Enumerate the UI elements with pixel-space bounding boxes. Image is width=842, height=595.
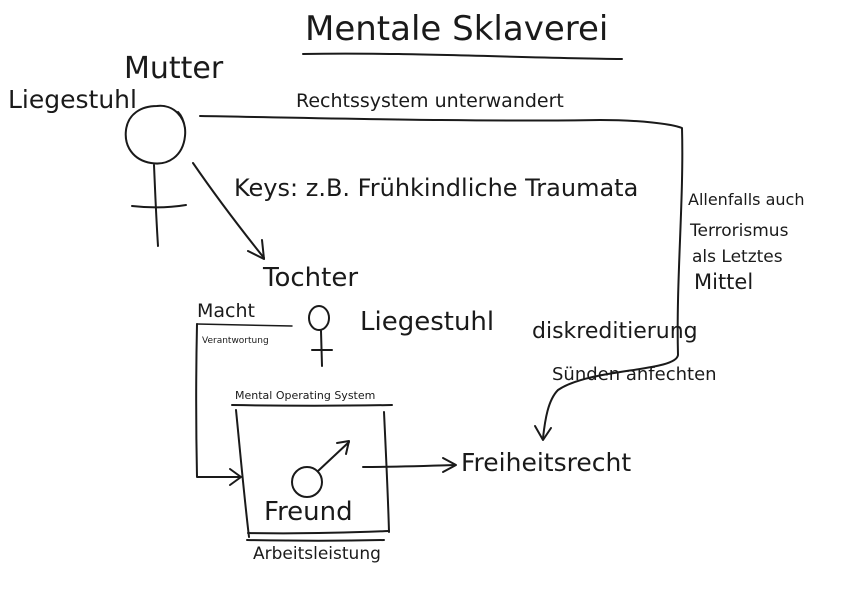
mother-label: Mutter [124,51,224,86]
friend-label: Freund [264,497,353,527]
daughter-label: Tochter [262,263,358,293]
mos-bottom-line [247,530,390,535]
right-note-line-2: Terrorismus [689,221,789,241]
mos-right-wall [383,411,390,533]
top-line-label: Rechtssystem unterwandert [296,90,564,112]
keys-label: Keys: z.B. Frühkindliche Traumata [234,174,638,202]
mother-body [153,164,159,247]
box-freedom-arrowhead [442,457,457,473]
friend-head [291,466,323,498]
power-label: Macht [197,300,255,322]
friend-arrow-tip [336,440,350,455]
male-figure-friend [291,440,350,498]
mother-daughter-arrowhead [247,239,265,260]
mos-left-wall [235,409,250,538]
mos-footer-label: Arbeitsleistung [253,544,381,564]
title-underline [302,52,623,60]
discredit-label: diskreditierung [532,319,698,344]
mother-head [124,104,187,165]
female-figure-mother [124,104,187,247]
right-note-line-4: Mittel [694,270,753,294]
freedom-arrowhead-top [534,425,552,441]
top-connector-line [199,115,684,439]
right-note: Allenfalls auch Terrorismus als Letztes … [688,190,804,294]
right-note-line-1: Allenfalls auch [688,190,804,209]
friend-arrow-shaft [317,441,350,472]
mos-label: Mental Operating System [235,389,375,402]
mos-box [235,409,390,542]
daughter-head [308,305,330,331]
power-arrowhead [229,468,242,486]
mother-chair-label: Liegestuhl [8,85,137,114]
power-line [195,323,241,478]
sins-label: Sünden anfechten [552,364,717,385]
power-underline [196,323,293,327]
mother-daughter-arrow [192,162,265,259]
freedom-label: Freiheitsrecht [461,448,631,477]
mos-bottom-line-2 [246,539,385,542]
diagram-title: Mentale Sklaverei [305,9,608,49]
daughter-body [320,330,323,367]
right-note-line-3: als Letztes [692,247,783,267]
female-figure-daughter [308,305,333,367]
daughter-chair-label: Liegestuhl [360,307,494,337]
power-sublabel: Verantwortung [202,336,269,346]
box-freedom-arrow [362,464,456,468]
mother-crossbar [131,204,187,209]
mos-top-line [231,404,393,407]
